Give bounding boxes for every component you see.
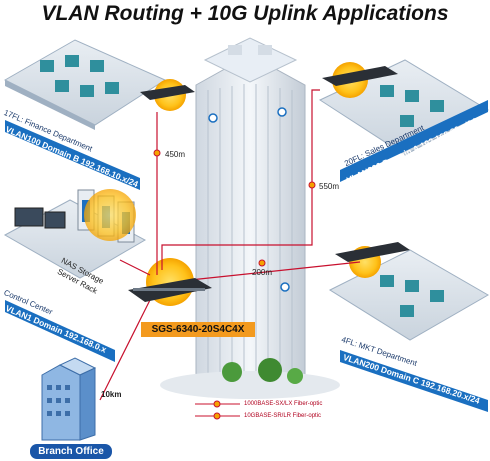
sales-switch-icon bbox=[322, 66, 398, 86]
skyscraper bbox=[160, 37, 340, 399]
building-ports bbox=[208, 107, 290, 292]
legend-marks bbox=[195, 400, 240, 420]
finance-distance: 450m bbox=[165, 150, 186, 159]
diagram-title: VLAN Routing + 10G Uplink Applications bbox=[41, 2, 449, 25]
branch-distance: 10km bbox=[101, 390, 122, 399]
fiber-links bbox=[99, 89, 361, 401]
mkt-distance: 200m bbox=[252, 268, 273, 277]
core-switch-icon bbox=[128, 278, 212, 302]
legend-1g-fiber: 1000BASE-SX/LX Fiber-optic bbox=[244, 401, 323, 407]
mkt-switch-icon bbox=[335, 242, 410, 262]
server-glow bbox=[84, 189, 136, 241]
switch-model-badge: SGS-6340-20S4C4X bbox=[141, 322, 255, 337]
finance-switch-icon bbox=[140, 85, 195, 100]
branch-office-badge: Branch Office bbox=[30, 444, 112, 459]
branch-office-building bbox=[41, 357, 97, 441]
monitor-wall-icon bbox=[14, 207, 66, 229]
fiber-markers bbox=[153, 149, 316, 267]
legend-10g-fiber: 10GBASE-SR/LR Fiber-optic bbox=[244, 413, 322, 419]
workstations bbox=[40, 55, 444, 317]
vlan-banners bbox=[5, 100, 488, 412]
sales-distance: 550m bbox=[319, 182, 340, 191]
